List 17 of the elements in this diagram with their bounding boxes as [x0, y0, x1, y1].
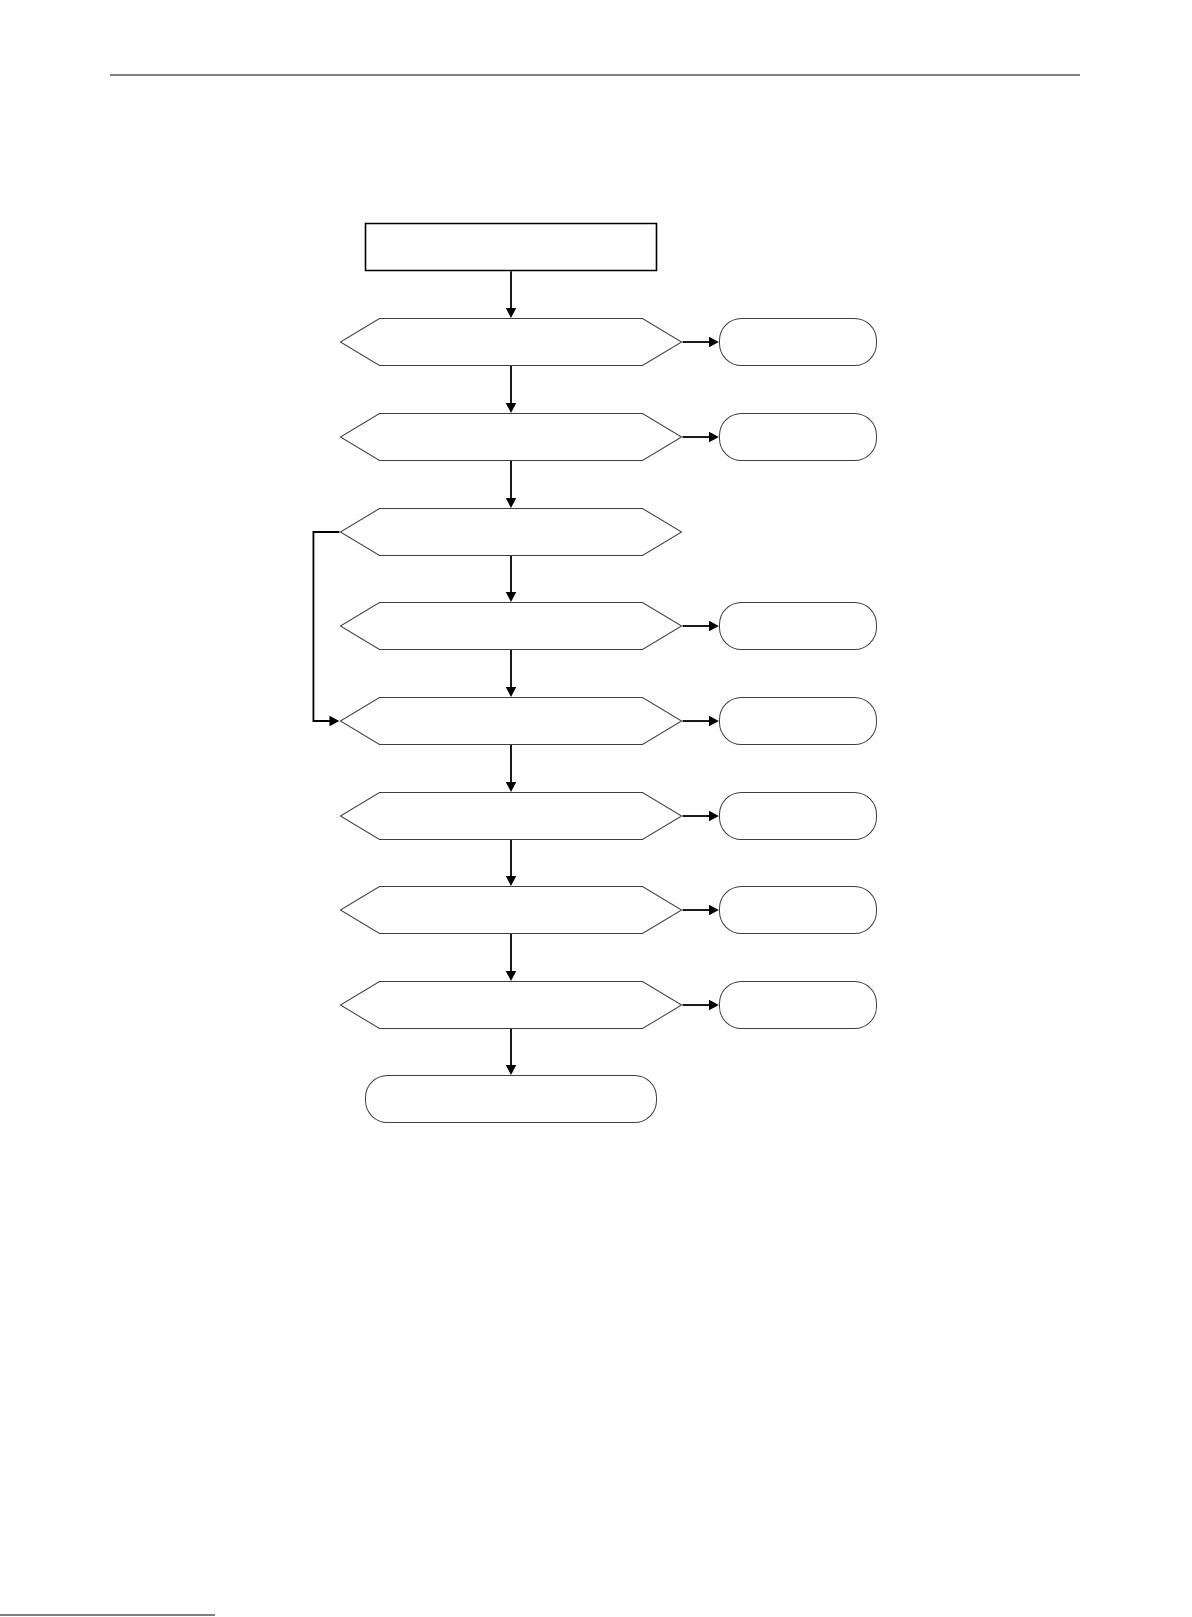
- decision-hexagon: [339, 792, 683, 840]
- terminal-box: [719, 981, 877, 1029]
- decision-hexagon: [339, 981, 683, 1029]
- decision-hexagon: [339, 413, 683, 461]
- decision-hexagon: [339, 508, 683, 556]
- decision-hexagon: [339, 886, 683, 934]
- terminal-box: [719, 413, 877, 461]
- terminal-box: [719, 602, 877, 650]
- terminal-box: [719, 697, 877, 745]
- decision-hexagon: [339, 318, 683, 366]
- terminal-box: [365, 1075, 657, 1123]
- terminal-box: [719, 792, 877, 840]
- terminal-box: [719, 318, 877, 366]
- decision-hexagon: [339, 697, 683, 745]
- decision-hexagon: [339, 602, 683, 650]
- process-box: [364, 222, 658, 272]
- terminal-box: [719, 886, 877, 934]
